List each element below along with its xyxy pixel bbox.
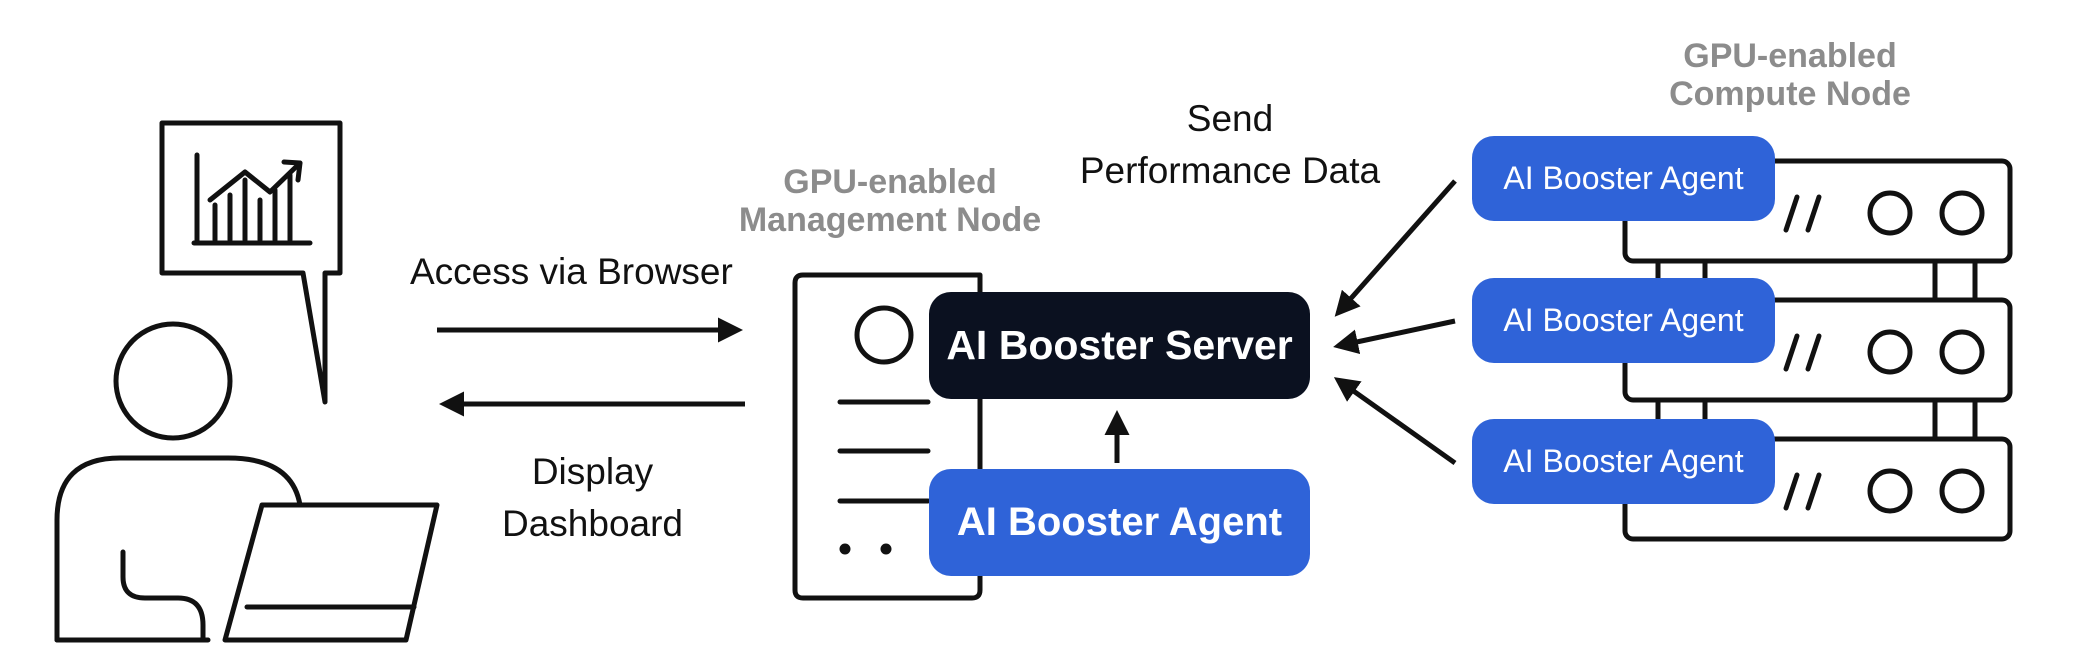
management-node-caption: GPU-enabled Management Node [720,163,1060,239]
compute-node-caption: GPU-enabled Compute Node [1640,37,1940,113]
server-document-icon [792,272,983,601]
management-caption-line2: Management Node [738,201,1042,239]
compute-agent-box-2: AI Booster Agent [1472,278,1775,363]
compute-caption-line2: Compute Node [1669,75,1911,113]
compute-agent-box-3: AI Booster Agent [1472,419,1775,504]
access-label: Access via Browser [410,251,733,292]
send-performance-label: Send Performance Data [1040,93,1420,197]
display-label-line2: Dashboard [501,503,683,544]
display-dashboard-label: Display Dashboard [470,446,715,550]
speech-bubble-chart-icon [159,120,343,405]
compute-caption-line1: GPU-enabled [1683,37,1897,75]
send-label-line1: Send [1186,98,1274,139]
compute-agent-box-1: AI Booster Agent [1472,136,1775,221]
user-at-laptop-icon [54,321,440,643]
management-agent-box: AI Booster Agent [929,469,1310,576]
ai-booster-server-box: AI Booster Server [929,292,1310,399]
display-label-line1: Display [531,451,654,492]
send-label-line2: Performance Data [1079,150,1381,191]
management-caption-line1: GPU-enabled [783,163,997,201]
send-data-arrows [1333,179,1457,466]
